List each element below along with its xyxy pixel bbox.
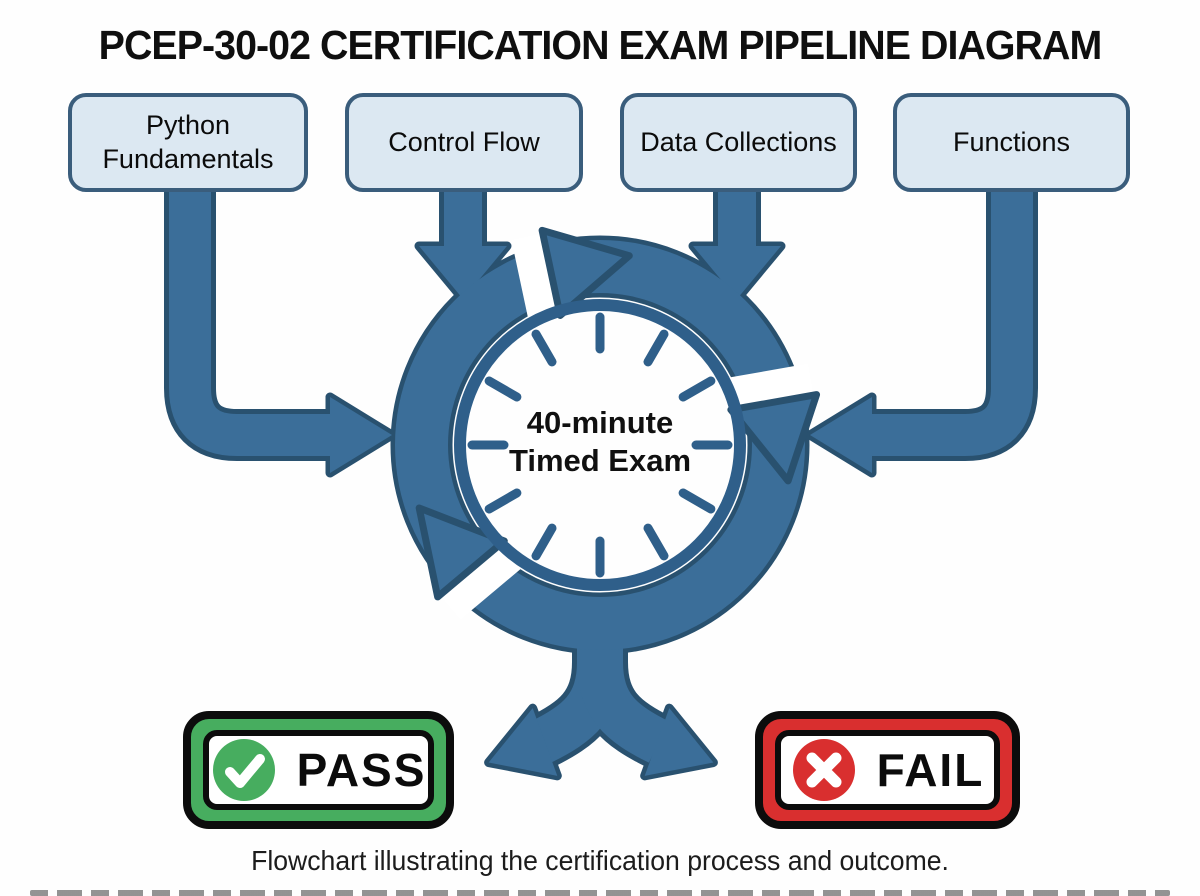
ring-arrowhead-top <box>538 226 633 319</box>
arrowhead-left <box>330 397 392 473</box>
node-label: Data Collections <box>640 126 837 157</box>
arrow-fill-layer <box>169 180 1033 776</box>
node-functions: Functions <box>893 93 1130 192</box>
clock-face <box>454 299 746 591</box>
outcome-pass-box: PASS <box>183 711 454 829</box>
node-data-collections: Data Collections <box>620 93 857 192</box>
ring-notch-left <box>439 543 522 620</box>
branch-head-right <box>644 708 714 776</box>
node-label: Functions <box>952 126 1071 157</box>
arrowhead-datacollections <box>693 246 781 299</box>
exam-label-line2: Timed Exam <box>508 442 692 478</box>
ring-arrowhead-right <box>727 391 821 485</box>
arrowhead-right <box>810 397 872 473</box>
node-control-flow: Control Flow <box>345 93 583 192</box>
fail-label: FAIL <box>876 744 985 796</box>
cycle-ring-arrowheads <box>415 226 821 620</box>
node-label: Control Flow <box>388 126 540 157</box>
exam-label-line1: 40-minute <box>526 405 674 440</box>
node-label: Python Fundamentals <box>102 109 274 174</box>
page-title: PCEP-30-02 CERTIFICATION EXAM PIPELINE D… <box>98 22 1103 68</box>
ring-notch-top <box>511 233 560 319</box>
node-python-fundamentals: Python Fundamentals <box>68 93 308 192</box>
elbow-arrow-right <box>872 180 1033 456</box>
pass-label: PASS <box>296 744 427 796</box>
branch-head-left <box>488 708 558 776</box>
diagram-caption: Flowchart illustrating the certification… <box>251 845 949 876</box>
clock-icon <box>454 299 746 591</box>
elbow-arrow-left <box>169 180 330 456</box>
outcome-fail-box: FAIL <box>755 711 1020 829</box>
outcome-pass-inner: PASS <box>203 730 434 810</box>
outcome-fail-inner: FAIL <box>775 730 1000 810</box>
ring-arrowhead-left <box>415 504 508 601</box>
clock-ticks <box>467 312 733 578</box>
exam-node-label: 40-minute Timed Exam <box>455 404 745 480</box>
arrowhead-controlflow <box>419 246 507 299</box>
cutoff-text-remnant <box>30 890 1170 896</box>
branch-right <box>577 618 670 763</box>
check-circle-icon <box>212 739 275 801</box>
x-circle-icon <box>792 739 855 801</box>
